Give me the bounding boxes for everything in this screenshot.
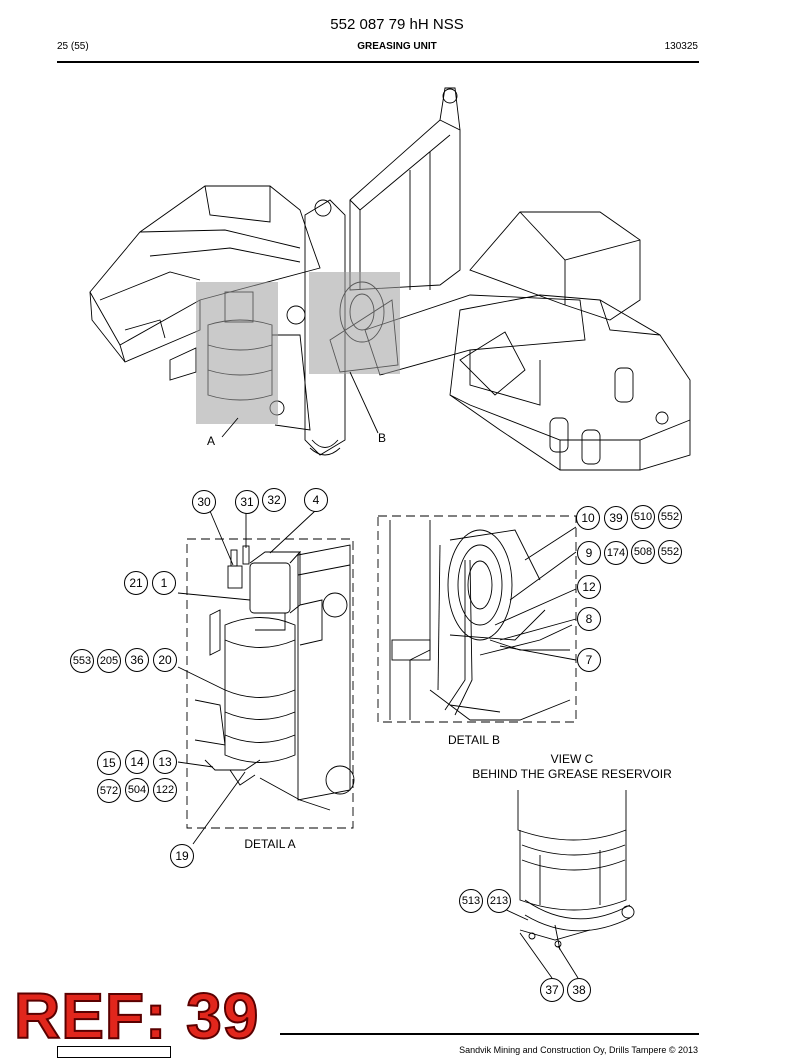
callout-balloon: 14 (125, 750, 149, 774)
callout-balloon: 213 (487, 889, 511, 913)
header-rule (57, 61, 699, 63)
date-code: 130325 (664, 41, 698, 52)
detail-a-highlight (196, 282, 278, 424)
callout-balloon: 21 (124, 571, 148, 595)
callout-balloon: 1 (152, 571, 176, 595)
detail-b-caption: DETAIL B (447, 733, 500, 747)
detail-b-drawing (377, 515, 577, 723)
callout-balloon: 7 (577, 648, 601, 672)
callout-balloon: 20 (153, 648, 177, 672)
callout-balloon: 38 (567, 978, 591, 1002)
callout-balloon: 513 (459, 889, 483, 913)
view-c-drawing (517, 790, 635, 951)
callout-balloon: 8 (577, 607, 601, 631)
callout-balloon: 12 (577, 575, 601, 599)
section-title: GREASING UNIT (357, 41, 437, 52)
detail-a-caption: DETAIL A (244, 837, 296, 851)
callout-balloon: 36 (125, 648, 149, 672)
callout-balloon: 9 (577, 541, 601, 565)
page-indicator: 25 (55) (57, 41, 89, 52)
detail-b-highlight (309, 272, 400, 374)
footer-copyright: Sandvik Mining and Construction Oy, Dril… (459, 1045, 698, 1055)
callout-balloon: 504 (125, 778, 149, 802)
callout-balloon: 572 (97, 779, 121, 803)
detail-a-pointer-label: A (207, 434, 216, 448)
callout-balloon: 32 (262, 488, 286, 512)
company-logo (57, 1046, 171, 1058)
callout-balloon: 39 (604, 506, 628, 530)
detail-a-drawing (186, 538, 355, 829)
callout-balloon: 30 (192, 490, 216, 514)
callout-balloon: 4 (304, 488, 328, 512)
callout-balloon: 553 (70, 649, 94, 673)
callout-balloon: 13 (153, 750, 177, 774)
document-number: 552 087 79 hH NSS (330, 16, 464, 33)
callout-balloon: 205 (97, 649, 121, 673)
callout-balloon: 552 (658, 540, 682, 564)
callout-balloon: 19 (170, 844, 194, 868)
callout-balloon: 31 (235, 490, 259, 514)
view-c-caption: VIEW C (550, 752, 594, 766)
view-c-subcaption: BEHIND THE GREASE RESERVOIR (472, 767, 672, 781)
callout-balloon: 552 (658, 505, 682, 529)
callout-balloon: 510 (631, 505, 655, 529)
callout-balloon: 15 (97, 751, 121, 775)
detail-b-pointer-label: B (378, 431, 387, 445)
callout-balloon: 10 (576, 506, 600, 530)
callout-balloon: 174 (604, 541, 628, 565)
callout-balloon: 37 (540, 978, 564, 1002)
callout-balloon: 122 (153, 778, 177, 802)
callout-balloon: 508 (631, 540, 655, 564)
reference-stamp: REF: 39 (13, 980, 260, 1052)
